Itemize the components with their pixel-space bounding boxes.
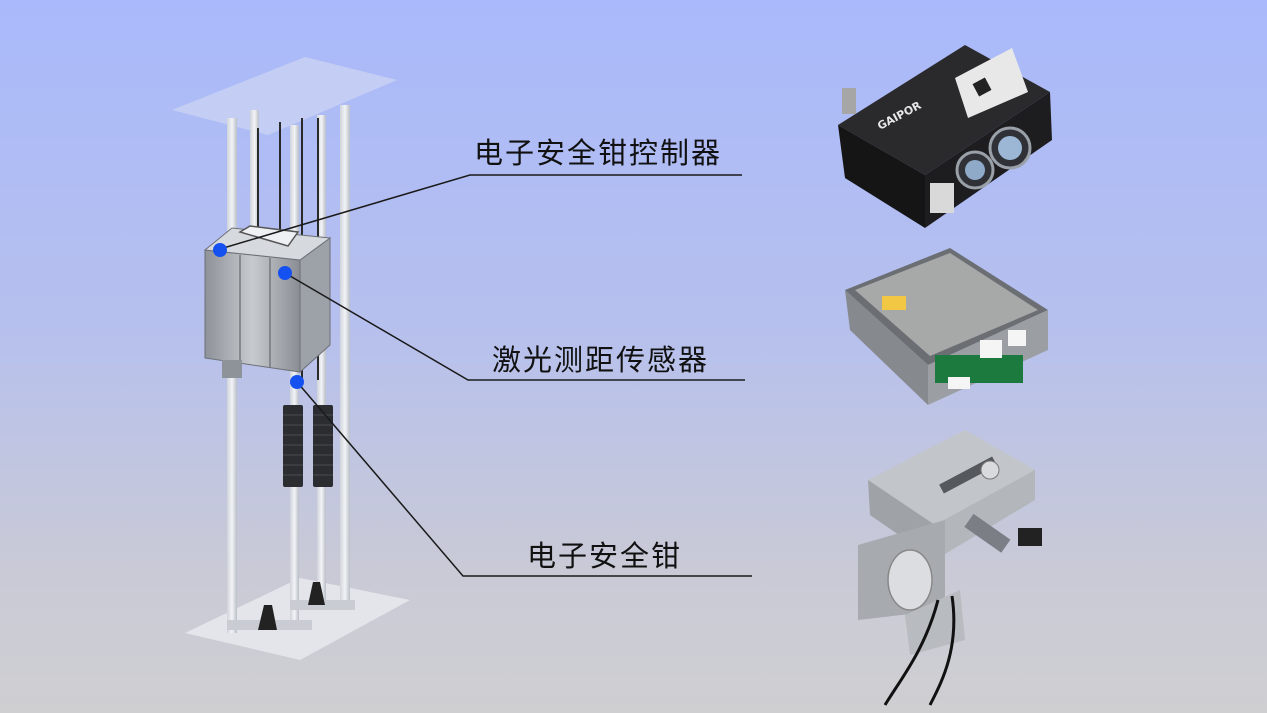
controller-board-photo [845,248,1048,405]
callout-label-controller: 电子安全钳控制器 [474,130,722,172]
callout-label-laser: 激光测距传感器 [492,337,709,379]
leader-safety [297,382,752,576]
safety-gear-photo [858,430,1042,705]
marker-safety [290,375,304,389]
marker-controller [213,243,227,257]
marker-laser [278,266,292,280]
callout-label-safety: 电子安全钳 [527,533,682,575]
laser-sensor-photo: GAIPOR [838,45,1052,228]
counterweight [283,405,333,487]
top-plate [172,57,397,135]
